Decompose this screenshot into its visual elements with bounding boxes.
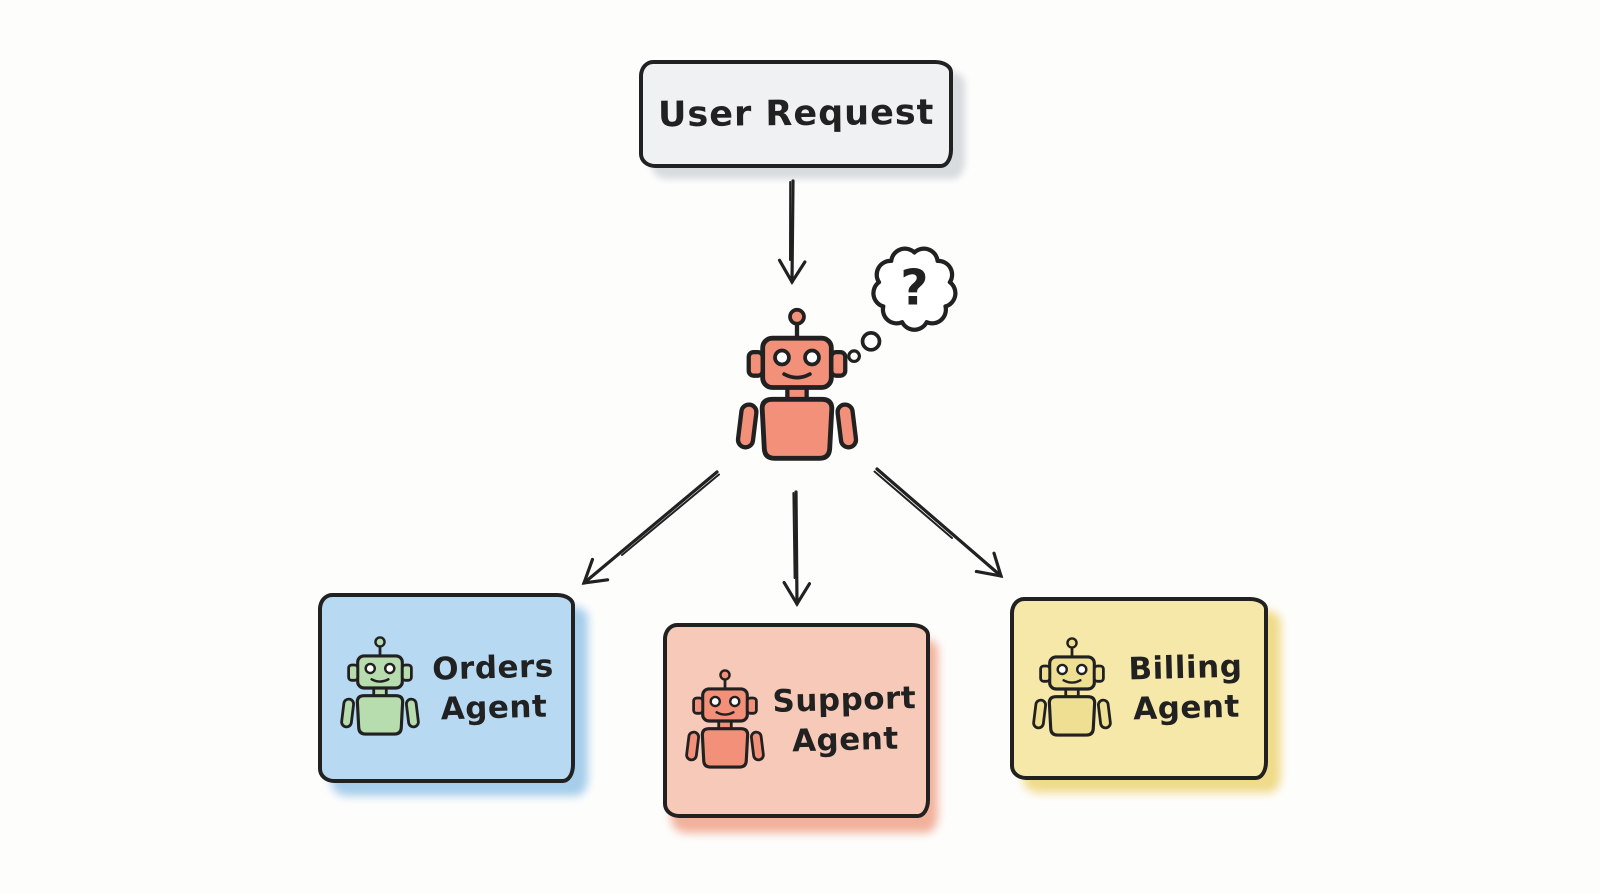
user-request-label: User Request [657,92,935,136]
support-robot-icon [683,668,767,774]
orders-agent-label-line2: Agent [440,688,548,728]
billing-agent-label: Billing Agent [1119,646,1253,730]
billing-robot-icon [1030,636,1114,742]
agent-node-billing: Billing Agent [1010,597,1268,780]
billing-agent-label-line2: Agent [1132,689,1241,728]
arrow-router-to-orders-agent [581,470,720,585]
support-agent-label: Support Agent [772,678,918,762]
question-mark-icon: ? [900,260,928,316]
support-agent-label-line2: Agent [791,721,900,760]
billing-agent-label-line1: Billing [1128,648,1243,688]
arrow-user-request-to-router [777,179,807,286]
orders-agent-label: Orders Agent [427,646,560,730]
thought-trail-bubble-large [860,331,882,352]
router-robot-icon [732,306,862,469]
arrow-router-to-billing-agent [873,467,1004,579]
orders-robot-icon [338,635,422,741]
arrow-router-to-support-agent [782,490,812,608]
agent-node-orders: Orders Agent [318,593,575,783]
support-agent-label-line1: Support [772,680,917,721]
orders-agent-label-line1: Orders [431,648,555,688]
user-request-node: User Request [639,60,953,168]
agent-node-support: Support Agent [663,623,930,818]
thought-cloud-shape [871,246,958,332]
